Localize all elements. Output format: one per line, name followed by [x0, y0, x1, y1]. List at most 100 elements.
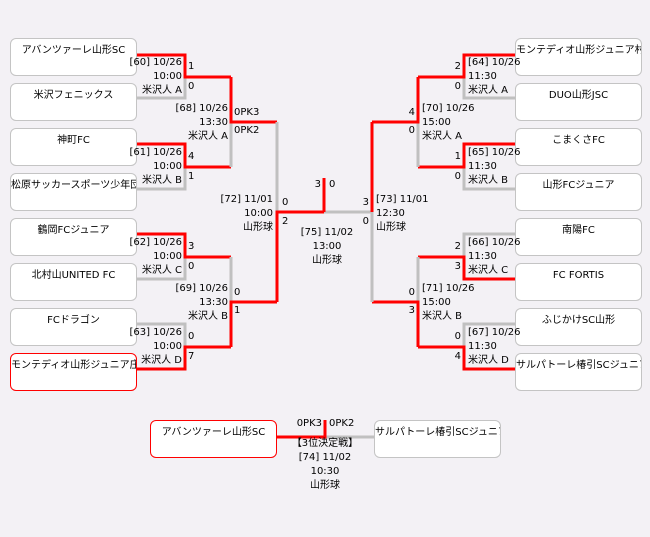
team-box[interactable]: 米沢フェニックス	[10, 83, 137, 121]
match-info: [68] 10/26 13:30 米沢人 A	[166, 102, 228, 144]
team-box[interactable]: DUO山形JSC	[515, 83, 642, 121]
score: 0	[408, 125, 415, 136]
score: 0	[282, 197, 289, 208]
score: 2	[282, 216, 289, 227]
third-place-team-2[interactable]: サルパトーレ椿引SCジュニア	[374, 420, 501, 458]
match-id: [63] 10/26	[129, 327, 182, 338]
match-info: [69] 10/26 13:30 米沢人 B	[166, 282, 228, 324]
team-box[interactable]: 北村山UNITED FC	[10, 263, 137, 301]
team-box[interactable]: 鶴岡FCジュニア	[10, 218, 137, 256]
match-id: [73] 11/01	[376, 194, 429, 205]
score: 1	[188, 61, 195, 72]
match-time: 11:30	[468, 251, 497, 262]
score: 3	[314, 179, 321, 190]
match-id: [70] 10/26	[422, 103, 475, 114]
score: 1	[234, 305, 241, 316]
match-venue: 米沢人 D	[468, 355, 509, 366]
team-box[interactable]: 松原サッカースポーツ少年団	[10, 173, 137, 211]
team-box[interactable]: 山形FCジュニア	[515, 173, 642, 211]
team-box[interactable]: ふじかけSC山形	[515, 308, 642, 346]
team-box[interactable]: FCドラゴン	[10, 308, 137, 346]
match-venue: 米沢人 B	[422, 311, 463, 322]
match-id: [68] 10/26	[175, 103, 228, 114]
score: 0PK2	[234, 125, 260, 136]
match-id: [65] 10/26	[468, 147, 521, 158]
match-time: 10:00	[153, 71, 182, 82]
match-id: [66] 10/26	[468, 237, 521, 248]
team-box[interactable]: サルパトーレ椿引SCジュニア	[515, 353, 642, 391]
score: 0	[362, 216, 369, 227]
match-id: [69] 10/26	[175, 283, 228, 294]
match-time: 10:30	[310, 466, 340, 477]
match-info: [63] 10/26 10:00 米沢人 D	[120, 326, 182, 368]
match-venue: 山形球	[376, 222, 406, 233]
match-venue: 米沢人 B	[141, 175, 182, 186]
score: 0	[188, 81, 195, 92]
match-id: [61] 10/26	[129, 147, 182, 158]
match-id: [72] 11/01	[220, 194, 273, 205]
score: 1	[188, 171, 195, 182]
score: 0	[188, 331, 195, 342]
match-id: [64] 10/26	[468, 57, 521, 68]
third-place-team-1[interactable]: アバンツァーレ山形SC	[150, 420, 277, 458]
team-box[interactable]: FC FORTIS	[515, 263, 642, 301]
score: 0PK3	[234, 107, 260, 118]
team-box[interactable]: アバンツァーレ山形SC	[10, 38, 137, 76]
match-id: [67] 10/26	[468, 327, 521, 338]
team-box[interactable]: 南陽FC	[515, 218, 642, 256]
match-time: 13:30	[199, 297, 228, 308]
match-time: 10:00	[153, 341, 182, 352]
match-time: 11:30	[468, 161, 497, 172]
score: 3	[408, 305, 415, 316]
match-info: [71] 10/26 15:00 米沢人 B	[422, 282, 484, 324]
match-info: [62] 10/26 10:00 米沢人 C	[120, 236, 182, 278]
score: 4	[454, 351, 461, 362]
match-time: 15:00	[422, 297, 451, 308]
match-venue: 米沢人 A	[141, 85, 182, 96]
score: 1	[454, 151, 461, 162]
team-box[interactable]: モンテディオ山形ジュニア村山	[515, 38, 642, 76]
match-id: [75] 11/02	[300, 227, 354, 238]
score: 0	[329, 179, 336, 190]
match-time: 15:00	[422, 117, 451, 128]
score: 0PK2	[329, 418, 355, 429]
match-time: 10:00	[244, 208, 273, 219]
score: 0	[408, 287, 415, 298]
team-box[interactable]: 神町FC	[10, 128, 137, 166]
match-venue: 米沢人 B	[468, 175, 509, 186]
match-venue: 米沢人 B	[187, 311, 228, 322]
match-id: [74] 11/02	[298, 452, 352, 463]
match-time: 13:30	[199, 117, 228, 128]
score: 0	[454, 331, 461, 342]
match-venue: 山形球	[312, 255, 342, 266]
match-id: [71] 10/26	[422, 283, 475, 294]
match-venue: 米沢人 C	[141, 265, 182, 276]
match-venue: 米沢人 A	[422, 131, 463, 142]
score: 0	[188, 261, 195, 272]
match-venue: 米沢人 A	[187, 131, 228, 142]
match-info: [70] 10/26 15:00 米沢人 A	[422, 102, 484, 144]
match-id: [62] 10/26	[129, 237, 182, 248]
match-id: [60] 10/26	[129, 57, 182, 68]
match-venue: 米沢人 D	[141, 355, 182, 366]
match-venue: 山形球	[310, 480, 340, 491]
score: 3	[362, 197, 369, 208]
score: 7	[188, 351, 195, 362]
score: 3	[188, 241, 195, 252]
team-box-highlighted[interactable]: モンテディオ山形ジュニア庄内	[10, 353, 137, 391]
score: 0	[234, 287, 241, 298]
match-info: [65] 10/26 11:30 米沢人 B	[468, 146, 530, 188]
match-time: 10:00	[153, 251, 182, 262]
score: 2	[454, 241, 461, 252]
match-info: [60] 10/26 10:00 米沢人 A	[120, 56, 182, 98]
team-box[interactable]: こまくさFC	[515, 128, 642, 166]
score: 4	[408, 107, 415, 118]
